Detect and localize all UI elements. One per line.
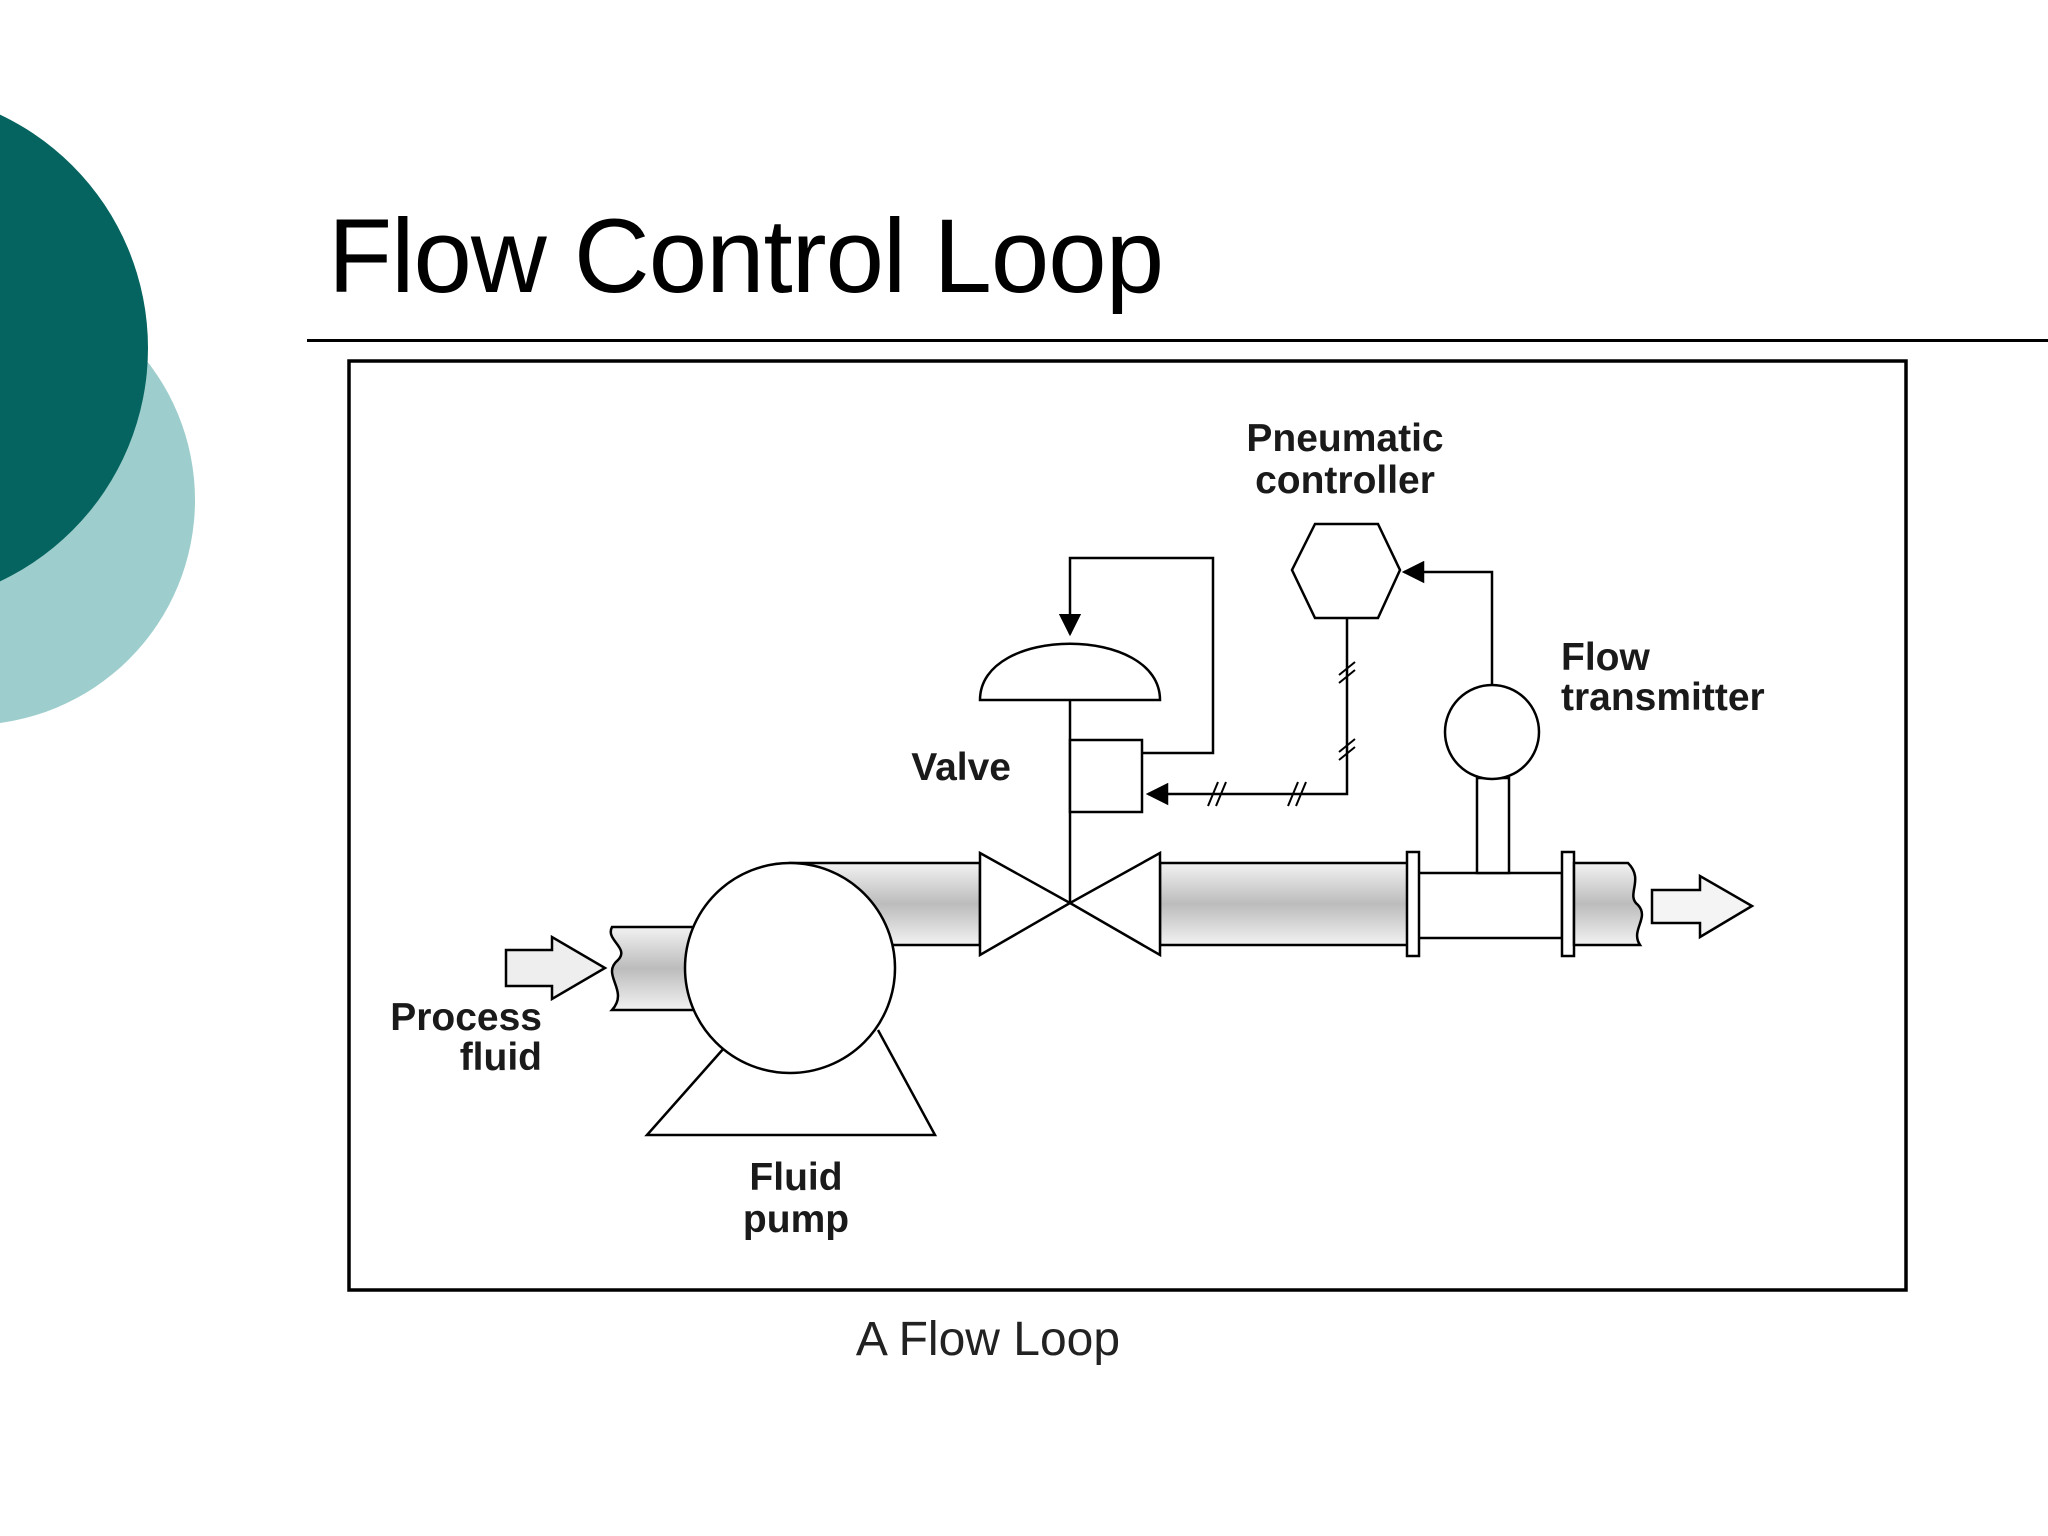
diagram-caption: A Flow Loop [855, 1313, 1121, 1366]
flow-loop-diagram: Pneumatic controller Flow transmitter Va… [347, 359, 1908, 1292]
decorative-circles [0, 114, 195, 723]
flange-left [1405, 850, 1421, 958]
valve-body-right [1067, 850, 1162, 958]
valve-positioner [1068, 738, 1144, 814]
pneumatic-controller [1290, 522, 1402, 620]
pump-casing [683, 861, 897, 1075]
controller-output-signal [1145, 618, 1349, 806]
label-flow: Flow [1561, 636, 1650, 679]
dark-teal-circle [0, 114, 148, 582]
flange-right [1560, 850, 1576, 958]
outlet-pipe [1572, 861, 1644, 947]
inlet-arrow [504, 934, 608, 1002]
inlet-pipe [609, 925, 697, 1012]
pump-base [644, 1029, 938, 1137]
label-controller: controller [1255, 459, 1435, 502]
outlet-arrow [1650, 873, 1755, 940]
label-transmitter: transmitter [1561, 676, 1765, 719]
label-process: Process [390, 996, 542, 1039]
label-fluid-pump-2: pump [743, 1198, 849, 1241]
transmitter-neck [1475, 776, 1511, 875]
label-valve: Valve [911, 746, 1011, 789]
label-pneumatic: Pneumatic [1246, 417, 1443, 460]
label-fluid: fluid [460, 1036, 542, 1079]
slide-title: Flow Control Loop [328, 198, 1164, 315]
valve-to-meter-pipe [1158, 861, 1414, 947]
title-divider [307, 339, 2048, 342]
transmitter-signal [1401, 560, 1494, 686]
valve-body [978, 850, 1073, 958]
flow-transmitter [1443, 683, 1541, 781]
pneumatic-hash-marks [1207, 661, 1356, 807]
positioner-air-line [1058, 556, 1215, 755]
diagram-frame [347, 359, 1908, 1292]
valve-actuator [978, 642, 1162, 702]
label-fluid-pump-1: Fluid [749, 1156, 842, 1199]
meter-body [1416, 871, 1564, 940]
